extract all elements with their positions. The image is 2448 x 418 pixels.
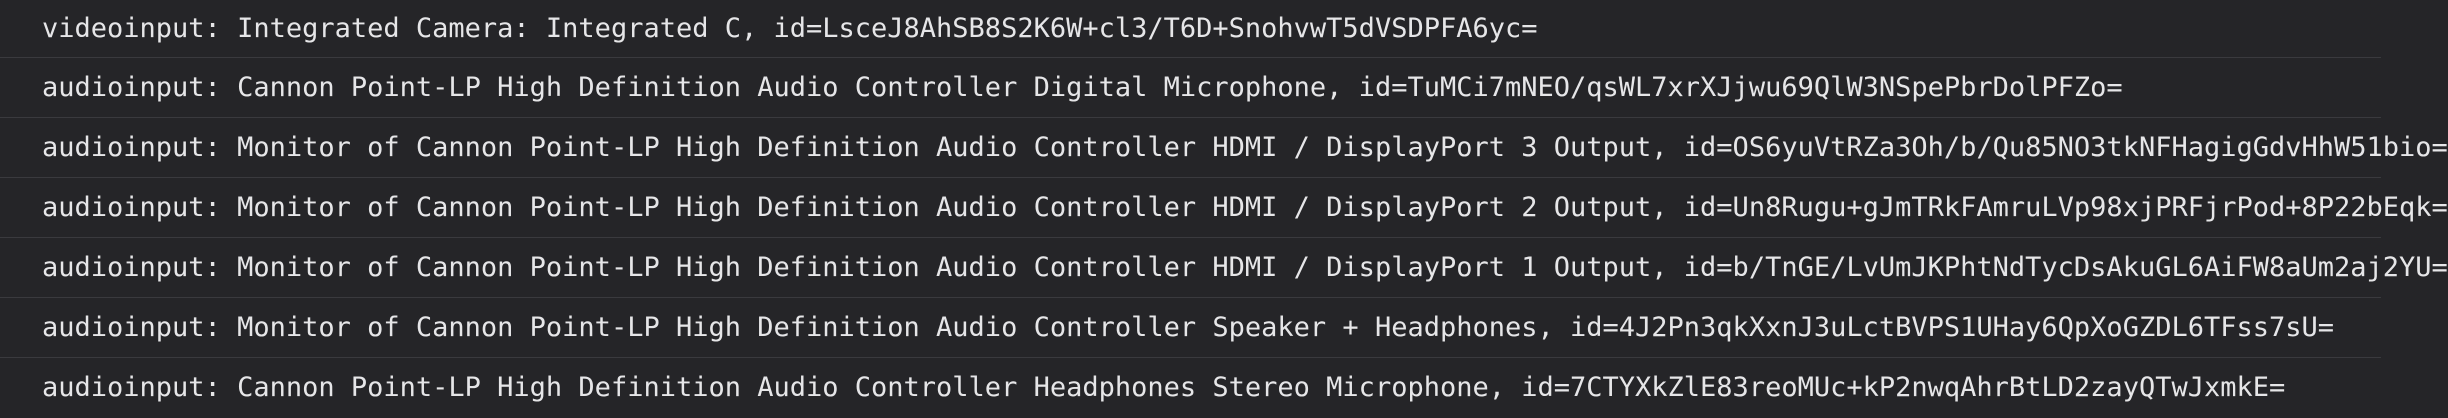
console-line-audioinput-headphones-microphone[interactable]: audioinput: Cannon Point-LP High Definit… <box>42 372 2286 403</box>
console-line-audioinput-hdmi-2[interactable]: audioinput: Monitor of Cannon Point-LP H… <box>0 178 2448 238</box>
console-line-audioinput-speaker-headphones[interactable]: audioinput: Monitor of Cannon Point-LP H… <box>0 298 2381 358</box>
console-line-audioinput-hdmi-1[interactable]: audioinput: Monitor of Cannon Point-LP H… <box>0 238 2448 298</box>
console-line-audioinput-digital-microphone[interactable]: audioinput: Cannon Point-LP High Definit… <box>0 58 2381 118</box>
console-output: videoinput: Integrated Camera: Integrate… <box>0 0 2448 403</box>
console-line-videoinput-camera[interactable]: videoinput: Integrated Camera: Integrate… <box>0 0 2381 58</box>
console-line-audioinput-hdmi-3[interactable]: audioinput: Monitor of Cannon Point-LP H… <box>0 118 2448 178</box>
